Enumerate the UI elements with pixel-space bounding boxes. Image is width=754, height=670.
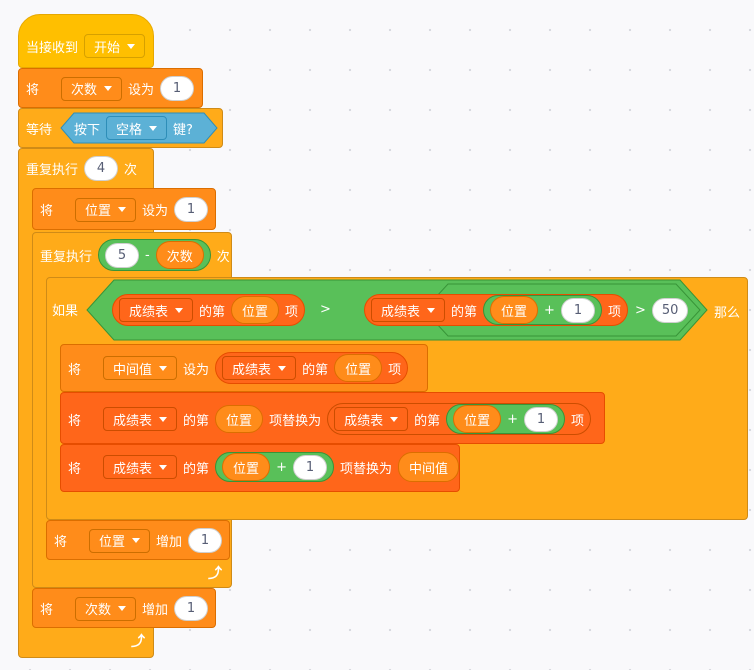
item-of-list-reporter[interactable]: 成绩表 的第 位置 + 1 项 — [327, 403, 592, 435]
if-label: 如果 — [52, 304, 79, 319]
item-of-list-reporter-left[interactable]: 成绩表 的第 位置 项 — [112, 294, 306, 326]
value-input[interactable]: 1 — [174, 197, 209, 222]
message-dropdown[interactable]: 开始 — [84, 34, 146, 58]
subtract-operator[interactable]: 5 - 次数 — [98, 239, 211, 271]
loop-arrow-icon: ⤴ — [131, 634, 145, 650]
set-to-label: 设为 — [183, 362, 210, 378]
position-reporter[interactable]: 位置 — [334, 354, 383, 382]
set-label: 将 — [40, 204, 54, 219]
replace-with-label: 项替换为 — [269, 413, 322, 429]
loop-arrow-icon: ⤴ — [208, 566, 222, 582]
greater-than-sign: > — [320, 302, 331, 317]
position-reporter[interactable]: 位置 — [453, 405, 502, 433]
item-of-list-reporter-right[interactable]: 成绩表 的第 位置 + 1 项 — [364, 294, 628, 326]
when-receive-label: 当接收到 — [26, 40, 79, 56]
middle-value-reporter[interactable]: 中间值 — [397, 452, 459, 482]
set-label: 将 — [68, 362, 82, 378]
variable-dropdown-count[interactable]: 次数 — [75, 596, 137, 621]
add-operator[interactable]: 位置 + 1 — [483, 295, 602, 325]
compare-value-input[interactable]: 50 — [651, 298, 689, 323]
item-of-label: 的第 — [199, 304, 226, 320]
replace-label: 将 — [68, 413, 82, 429]
addend-input[interactable]: 1 — [560, 297, 595, 323]
change-label: 将 — [54, 535, 68, 550]
variable-dropdown-position[interactable]: 位置 — [89, 528, 151, 553]
addend-input[interactable]: 1 — [524, 406, 559, 432]
key-dropdown[interactable]: 空格 — [106, 116, 168, 140]
repeat-times-input[interactable]: 4 — [84, 156, 119, 181]
repeat-suffix: 次 — [216, 249, 230, 265]
list-dropdown[interactable]: 成绩表 — [222, 356, 297, 380]
item-of-label: 的第 — [451, 304, 478, 320]
add-operator[interactable]: 位置 + 1 — [215, 452, 334, 482]
item-suffix: 项 — [388, 362, 402, 378]
count-reporter[interactable]: 次数 — [155, 241, 204, 269]
list-dropdown[interactable]: 成绩表 — [103, 407, 178, 431]
variable-dropdown-middle[interactable]: 中间值 — [103, 356, 178, 380]
variable-dropdown-count[interactable]: 次数 — [61, 76, 123, 101]
position-reporter[interactable]: 位置 — [490, 296, 539, 324]
item-of-label: 的第 — [414, 413, 441, 429]
set-to-label: 设为 — [128, 83, 155, 98]
plus-sign: + — [507, 411, 519, 427]
add-operator[interactable]: 位置 + 1 — [446, 404, 566, 434]
minuend-input[interactable]: 5 — [105, 242, 140, 268]
item-suffix: 项 — [607, 304, 621, 320]
then-label: 那么 — [714, 306, 741, 321]
repeat-label: 重复执行 — [26, 163, 79, 178]
variable-dropdown-position[interactable]: 位置 — [75, 197, 137, 222]
wait-label: 等待 — [26, 122, 53, 138]
change-label: 将 — [40, 603, 54, 618]
minus-sign: - — [145, 247, 150, 263]
key-pressed-label: 按下 — [74, 122, 101, 138]
position-reporter[interactable]: 位置 — [231, 296, 280, 324]
list-dropdown[interactable]: 成绩表 — [371, 298, 446, 322]
set-label: 将 — [26, 83, 40, 98]
set-to-label: 设为 — [142, 204, 169, 219]
item-suffix: 项 — [285, 304, 299, 320]
item-of-list-reporter[interactable]: 成绩表 的第 位置 项 — [215, 352, 409, 384]
position-reporter[interactable]: 位置 — [222, 453, 271, 481]
replace-label: 将 — [68, 461, 82, 477]
repeat-suffix: 次 — [124, 163, 138, 178]
list-dropdown[interactable]: 成绩表 — [119, 298, 194, 322]
change-by-label: 增加 — [142, 603, 169, 618]
greater-than-sign: > — [635, 303, 646, 318]
plus-sign: + — [276, 459, 287, 475]
item-of-label: 的第 — [183, 461, 210, 477]
value-input[interactable]: 1 — [188, 528, 223, 553]
value-input[interactable]: 1 — [174, 596, 209, 621]
addend-input[interactable]: 1 — [292, 454, 327, 480]
plus-sign: + — [544, 302, 555, 318]
list-dropdown[interactable]: 成绩表 — [334, 407, 409, 431]
change-by-label: 增加 — [156, 535, 183, 550]
item-of-label: 的第 — [183, 413, 210, 429]
value-input[interactable]: 1 — [160, 76, 195, 101]
repeat-label: 重复执行 — [40, 249, 93, 265]
list-dropdown[interactable]: 成绩表 — [103, 455, 178, 479]
key-suffix-label: 键? — [173, 122, 193, 138]
item-suffix: 项 — [571, 413, 585, 429]
item-of-label: 的第 — [302, 362, 329, 378]
replace-with-label: 项替换为 — [339, 461, 392, 477]
position-reporter[interactable]: 位置 — [215, 405, 264, 433]
